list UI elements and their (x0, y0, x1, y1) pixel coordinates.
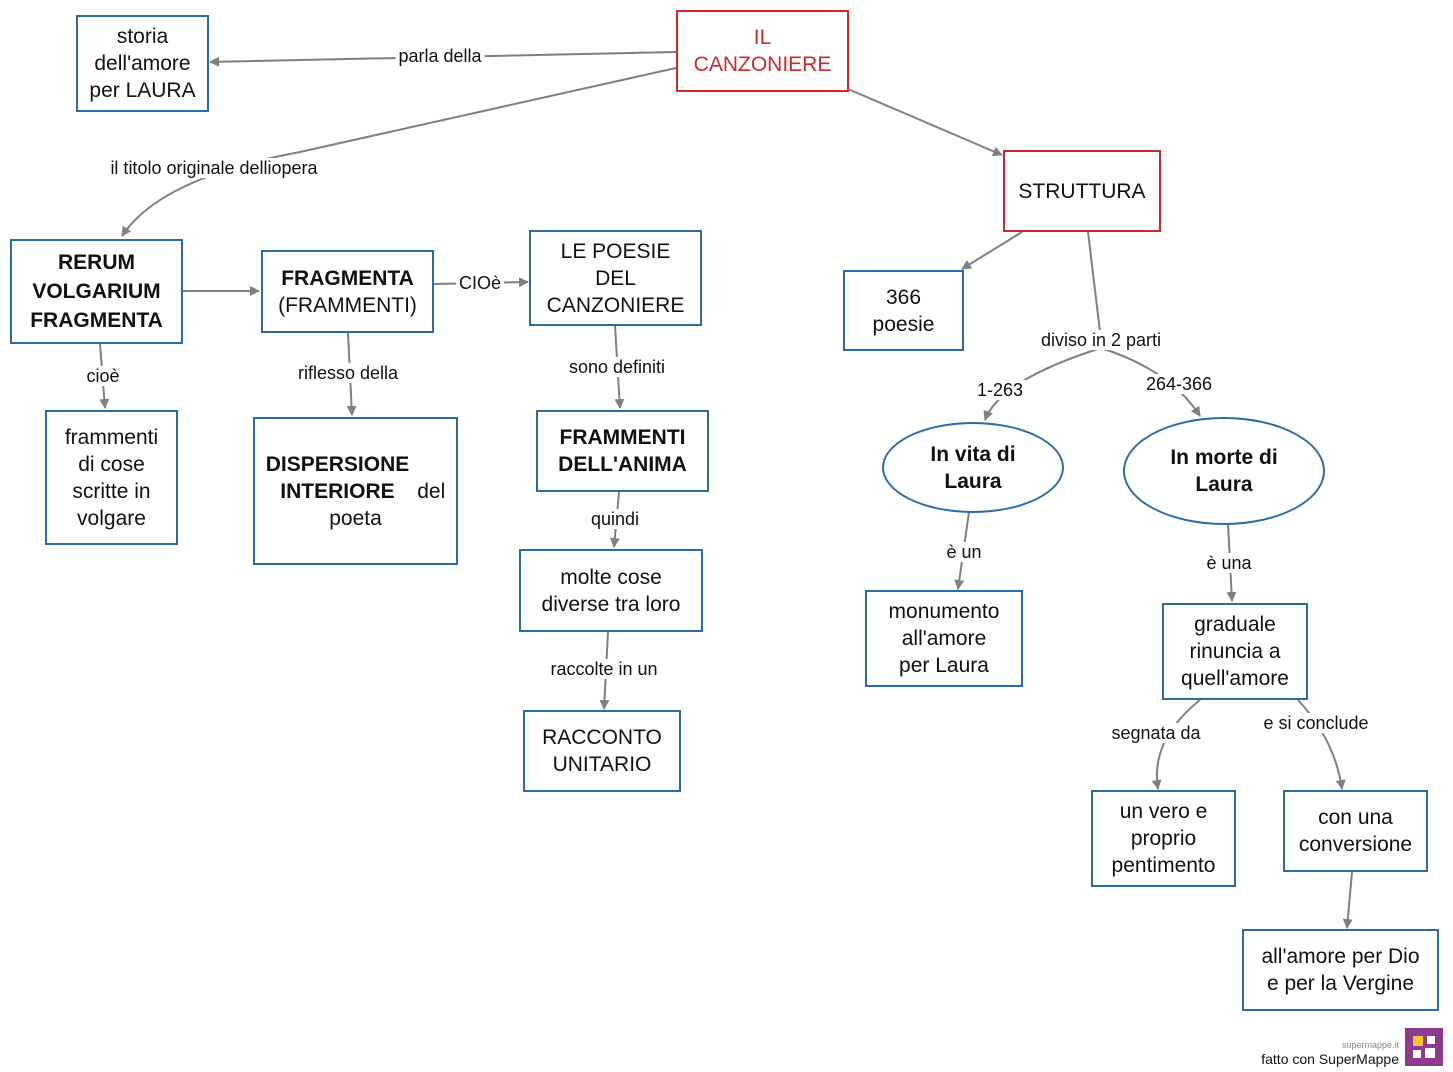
label-cioe-caps: CIOè (455, 273, 505, 293)
node-il-canzoniere[interactable]: IL CANZONIERE (676, 10, 849, 92)
node-frammenti-cose-text: frammenti di cose scritte in volgare (64, 425, 159, 530)
label-e-un: è un (943, 542, 985, 562)
node-in-vita-text: In vita di Laura (930, 442, 1016, 493)
node-fragmenta-bold: FRAGMENTA (281, 266, 414, 290)
footer-text: supermappe.it fatto con SuperMappe (1261, 1038, 1399, 1066)
node-rerum-volgarium-text: RERUM VOLGARIUM FRAGMENTA (30, 251, 163, 332)
node-conversione[interactable]: con una conversione (1283, 790, 1428, 872)
label-sono-definiti: sono definiti (565, 357, 669, 377)
label-quindi: quindi (587, 509, 643, 529)
node-molte-cose-text: molte cose diverse tra loro (541, 565, 681, 616)
node-dispersione[interactable]: DISPERSIONE INTERIORE del poeta (253, 417, 458, 565)
edge-si-conclude (1297, 699, 1346, 790)
footer-site: supermappe.it (1341, 1040, 1399, 1050)
node-il-canzoniere-text: IL CANZONIERE (693, 26, 832, 76)
label-e-si-conclude: e si conclude (1260, 713, 1372, 733)
node-pentimento-text: un vero e proprio pentimento (1111, 800, 1216, 877)
label-e-una: è una (1203, 553, 1255, 573)
edge-segnata-da (1151, 699, 1201, 790)
node-racconto-unitario[interactable]: RACCONTO UNITARIO (523, 710, 681, 792)
node-struttura-text: STRUTTURA (1018, 179, 1146, 203)
node-amore-dio[interactable]: all'amore per Dio e per la Vergine (1242, 929, 1439, 1011)
node-le-poesie[interactable]: LE POESIE DEL CANZONIERE (529, 230, 702, 326)
node-storia-amore[interactable]: storia dell'amore per LAURA (76, 15, 209, 112)
node-dispersione-bold: DISPERSIONE INTERIORE (265, 452, 410, 503)
label-titolo-originale: il titolo originale delliopera (107, 158, 321, 178)
node-frammenti-cose[interactable]: frammenti di cose scritte in volgare (45, 410, 178, 545)
label-cioe: cioè (83, 366, 123, 386)
label-riflesso-della: riflesso della (294, 363, 402, 383)
node-amore-dio-text: all'amore per Dio e per la Vergine (1261, 945, 1420, 995)
label-raccolte-in-un: raccolte in un (547, 659, 661, 679)
footer-made-with: fatto con SuperMappe (1261, 1051, 1399, 1067)
edge-conversione-dio (1342, 871, 1353, 929)
label-parla-della: parla della (395, 46, 485, 66)
edge-to-struttura (847, 88, 1003, 157)
label-segnata-da: segnata da (1108, 723, 1204, 743)
node-molte-cose[interactable]: molte cose diverse tra loro (519, 549, 703, 632)
node-in-vita[interactable]: In vita di Laura (882, 422, 1064, 513)
node-frammenti-anima-text: FRAMMENTI DELL'ANIMA (558, 426, 687, 476)
node-conversione-text: con una conversione (1298, 806, 1413, 856)
edge-titolo-originale (121, 67, 677, 237)
node-fragmenta-paren: (FRAMMENTI) (278, 293, 417, 317)
node-storia-amore-text: storia dell'amore per LAURA (89, 25, 196, 102)
node-366-poesie[interactable]: 366 poesie (843, 270, 964, 351)
label-diviso-in-2-parti: diviso in 2 parti (1037, 330, 1165, 350)
node-pentimento[interactable]: un vero e proprio pentimento (1091, 790, 1236, 887)
node-graduale-rinuncia[interactable]: graduale rinuncia a quell'amore (1162, 603, 1308, 700)
node-monumento-text: monumento all'amore per Laura (888, 600, 1000, 677)
node-366-poesie-text: 366 poesie (872, 285, 935, 336)
label-range-2: 264-366 (1142, 374, 1216, 394)
node-monumento[interactable]: monumento all'amore per Laura (865, 590, 1023, 687)
supermappe-logo-icon (1405, 1028, 1443, 1066)
node-rerum-volgarium[interactable]: RERUM VOLGARIUM FRAGMENTA (10, 239, 183, 344)
node-graduale-rinuncia-text: graduale rinuncia a quell'amore (1181, 613, 1289, 690)
edge-diviso (1087, 231, 1102, 341)
node-frammenti-anima[interactable]: FRAMMENTI DELL'ANIMA (536, 410, 709, 492)
node-dispersione-del: del (417, 479, 446, 503)
node-in-morte-text: In morte di Laura (1170, 446, 1278, 496)
node-dispersione-poeta: poeta (329, 506, 382, 530)
edge-struttura-366 (961, 231, 1023, 270)
label-range-1: 1-263 (973, 380, 1027, 400)
node-racconto-unitario-text: RACCONTO UNITARIO (542, 726, 662, 776)
supermappe-footer: supermappe.it fatto con SuperMappe (1261, 1028, 1443, 1066)
node-le-poesie-text: LE POESIE DEL CANZONIERE (546, 239, 685, 317)
node-fragmenta[interactable]: FRAGMENTA (FRAMMENTI) (261, 250, 434, 333)
node-in-morte[interactable]: In morte di Laura (1123, 417, 1325, 525)
node-struttura[interactable]: STRUTTURA (1003, 150, 1161, 232)
